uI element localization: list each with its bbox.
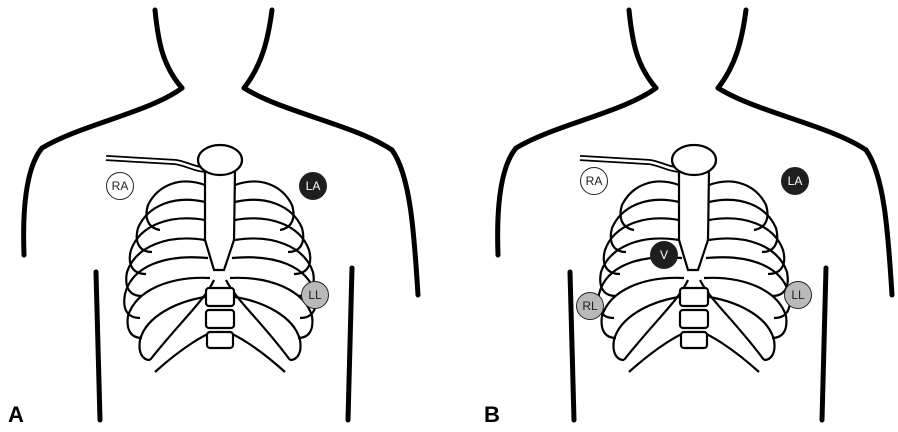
ribcage-b — [580, 145, 790, 372]
torso-diagram-a — [0, 0, 449, 432]
electrode-ll: LL — [784, 281, 812, 309]
panel-b: RA LA V RL LL B — [449, 0, 898, 432]
electrode-ll: LL — [301, 281, 329, 309]
electrode-la: LA — [781, 167, 809, 195]
electrode-ra: RA — [580, 167, 608, 195]
electrode-v: V — [650, 241, 678, 269]
panel-label-b: B — [484, 402, 500, 428]
electrode-la: LA — [299, 172, 327, 200]
ribcage-a — [106, 145, 316, 372]
panel-a: RA LA LL A — [0, 0, 449, 432]
torso-diagram-b — [449, 0, 898, 432]
electrode-rl: RL — [576, 292, 604, 320]
panel-label-a: A — [8, 402, 24, 428]
electrode-ra: RA — [106, 172, 134, 200]
